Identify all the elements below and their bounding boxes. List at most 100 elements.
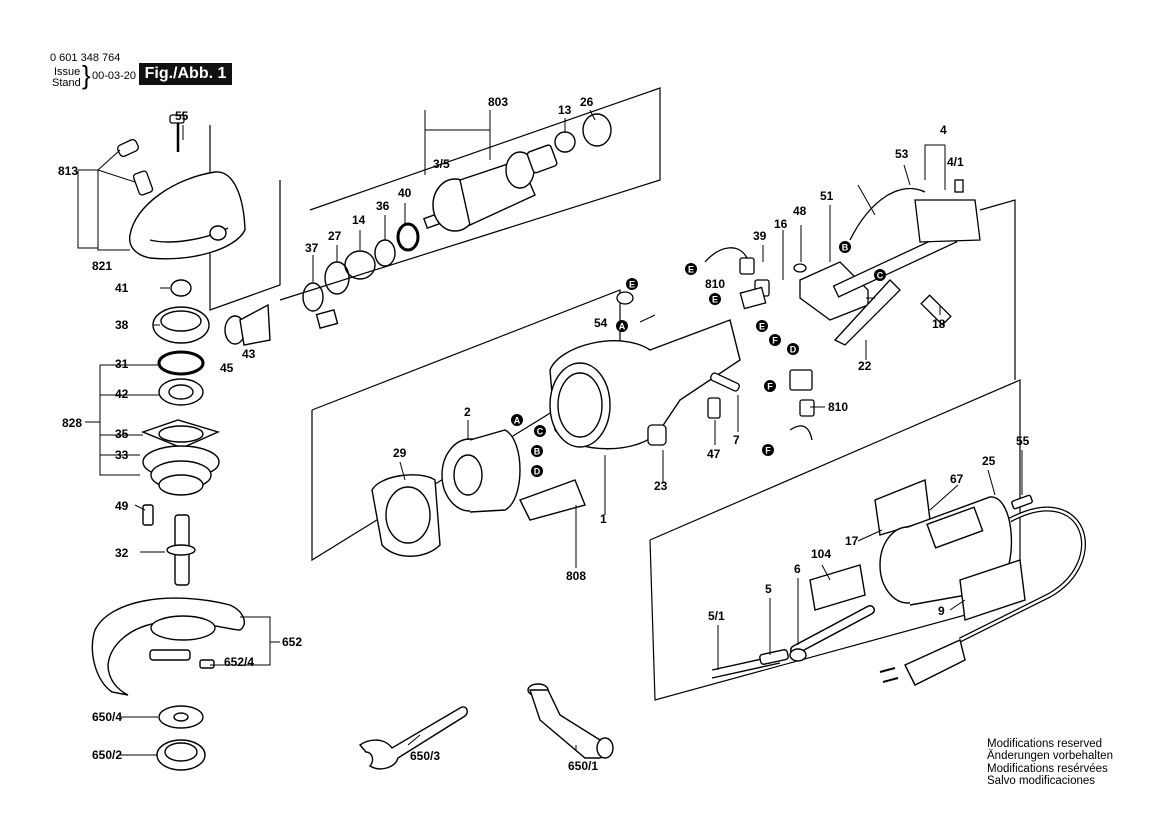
part-number: 0 601 348 764: [50, 52, 121, 64]
auxiliary-handle: [527, 683, 614, 759]
part-label: 17: [845, 534, 859, 548]
part-label: 652/4: [224, 655, 254, 669]
leader-lines: [77, 109, 1023, 756]
part-label: 35: [115, 427, 129, 441]
part-label: 29: [393, 446, 407, 460]
part-label: 22: [858, 359, 872, 373]
insulation-sheet: [519, 479, 586, 521]
part-label: 36: [376, 199, 390, 213]
note-line: Änderungen vorbehalten: [987, 750, 1113, 763]
svg-text:C: C: [877, 271, 884, 281]
part-label: 27: [328, 229, 342, 243]
bearings-row: [302, 222, 420, 329]
note-line: Salvo modificaciones: [987, 774, 1096, 787]
spanner: [358, 706, 468, 770]
part-label: 43: [242, 347, 256, 361]
part-label: 813: [58, 164, 78, 178]
connector-f-badge: F: [769, 334, 781, 346]
svg-text:E: E: [629, 280, 635, 290]
part-label: 38: [115, 318, 129, 332]
part-label: 2: [464, 405, 471, 419]
part-label: 25: [982, 454, 996, 468]
svg-text:F: F: [765, 446, 771, 456]
connector-e-badge: E: [756, 320, 768, 332]
air-baffle: [371, 474, 441, 557]
frame-switch: [979, 199, 1016, 380]
part-label: 9: [938, 604, 945, 618]
part-label: 37: [305, 241, 319, 255]
connector-d-badge: D: [787, 343, 799, 355]
connector-e-badge: E: [626, 278, 638, 290]
wheel-guard: [91, 597, 246, 696]
spindle-lock-parts: [117, 114, 185, 196]
gear-housing-cover: [128, 171, 246, 260]
svg-text:B: B: [842, 243, 849, 253]
svg-text:B: B: [534, 447, 541, 457]
part-label: 650/2: [92, 748, 122, 762]
part-label: 16: [774, 217, 788, 231]
part-label: 41: [115, 281, 129, 295]
svg-text:A: A: [514, 416, 521, 426]
svg-text:E: E: [759, 322, 765, 332]
part-labels: 813 55 821 41 38 43 45 31 828 42 35 33 4…: [58, 95, 1030, 773]
svg-text:F: F: [767, 382, 773, 392]
svg-text:D: D: [790, 345, 797, 355]
field-coil: [441, 429, 521, 513]
part-label: 47: [707, 447, 721, 461]
part-label: 1: [600, 512, 607, 526]
svg-text:A: A: [619, 322, 626, 332]
electrical-parts: [704, 179, 981, 441]
left-column-parts: [141, 279, 271, 586]
header-brace: }: [82, 60, 91, 90]
figure-label: Fig./Abb. 1: [139, 63, 232, 85]
connector-b-badge: B: [839, 241, 851, 253]
part-label: 821: [92, 259, 112, 273]
small-parts: [616, 291, 740, 446]
part-label: 14: [352, 213, 366, 227]
part-label: 40: [398, 186, 412, 200]
part-label: 55: [1016, 434, 1030, 448]
part-label: 31: [115, 357, 129, 371]
part-label: 23: [654, 479, 668, 493]
part-label: 54: [594, 316, 608, 330]
svg-text:C: C: [537, 427, 544, 437]
part-label: 26: [580, 95, 594, 109]
svg-text:E: E: [688, 265, 694, 275]
connector-d-badge: D: [531, 465, 543, 477]
svg-text:F: F: [772, 336, 778, 346]
part-label: 55: [175, 109, 189, 123]
part-label: 33: [115, 448, 129, 462]
connector-f-badge: F: [764, 380, 776, 392]
part-label: 803: [488, 95, 508, 109]
part-label: 13: [558, 103, 572, 117]
part-label: 104: [811, 547, 831, 561]
svg-text:E: E: [712, 295, 718, 305]
part-label: 4: [940, 123, 947, 137]
modifications-note: Modifications reserved Änderungen vorbeh…: [987, 738, 1113, 787]
part-label: 32: [115, 546, 129, 560]
part-label: 808: [566, 569, 586, 583]
connector-b-badge: B: [531, 445, 543, 457]
part-label: 18: [932, 317, 946, 331]
part-label: 3/5: [433, 157, 450, 171]
motor-housing: [549, 319, 741, 450]
frame-armature: [279, 87, 661, 301]
part-label: 650/1: [568, 759, 598, 773]
part-label: 650/4: [92, 710, 122, 724]
connector-a-badge: A: [616, 320, 628, 332]
part-label: 48: [793, 204, 807, 218]
connector-a-badge: A: [511, 414, 523, 426]
part-label: 810: [705, 277, 725, 291]
part-label: 828: [62, 416, 82, 430]
part-label: 51: [820, 189, 834, 203]
part-label: 53: [895, 147, 909, 161]
part-label: 39: [753, 229, 767, 243]
handle-parts: [711, 479, 1086, 686]
part-label: 4/1: [947, 155, 964, 169]
part-label: 5/1: [708, 609, 725, 623]
part-label: 650/3: [410, 749, 440, 763]
connector-badges: A C B D E A E E E F D B C F F: [511, 241, 886, 477]
connector-e-badge: E: [685, 263, 697, 275]
armature: [422, 113, 612, 232]
part-label: 42: [115, 387, 129, 401]
